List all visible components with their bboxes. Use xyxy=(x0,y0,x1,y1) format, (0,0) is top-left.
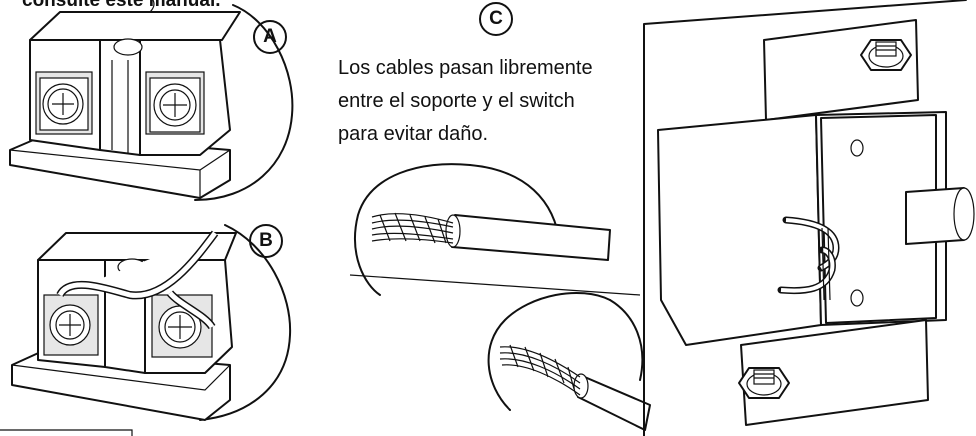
callout-c: C xyxy=(479,2,513,36)
panel-b-terminal-drawing xyxy=(11,224,292,421)
wire-closeup-1 xyxy=(349,163,641,296)
switch-bracket-drawing xyxy=(643,0,975,436)
caption-text: Los cables pasan libremente entre el sop… xyxy=(338,52,658,151)
intro-text: consulte este manual. xyxy=(22,0,221,11)
wire-closeup-2 xyxy=(487,292,651,431)
frame-corner xyxy=(0,429,133,436)
caption-line-1: Los cables pasan libremente xyxy=(338,57,593,79)
caption-line-3: para evitar daño. xyxy=(338,123,489,145)
callout-b: B xyxy=(249,224,283,258)
panel-a-terminal-drawing xyxy=(9,0,294,201)
caption-line-2: entre el soporte y el switch xyxy=(338,90,575,112)
